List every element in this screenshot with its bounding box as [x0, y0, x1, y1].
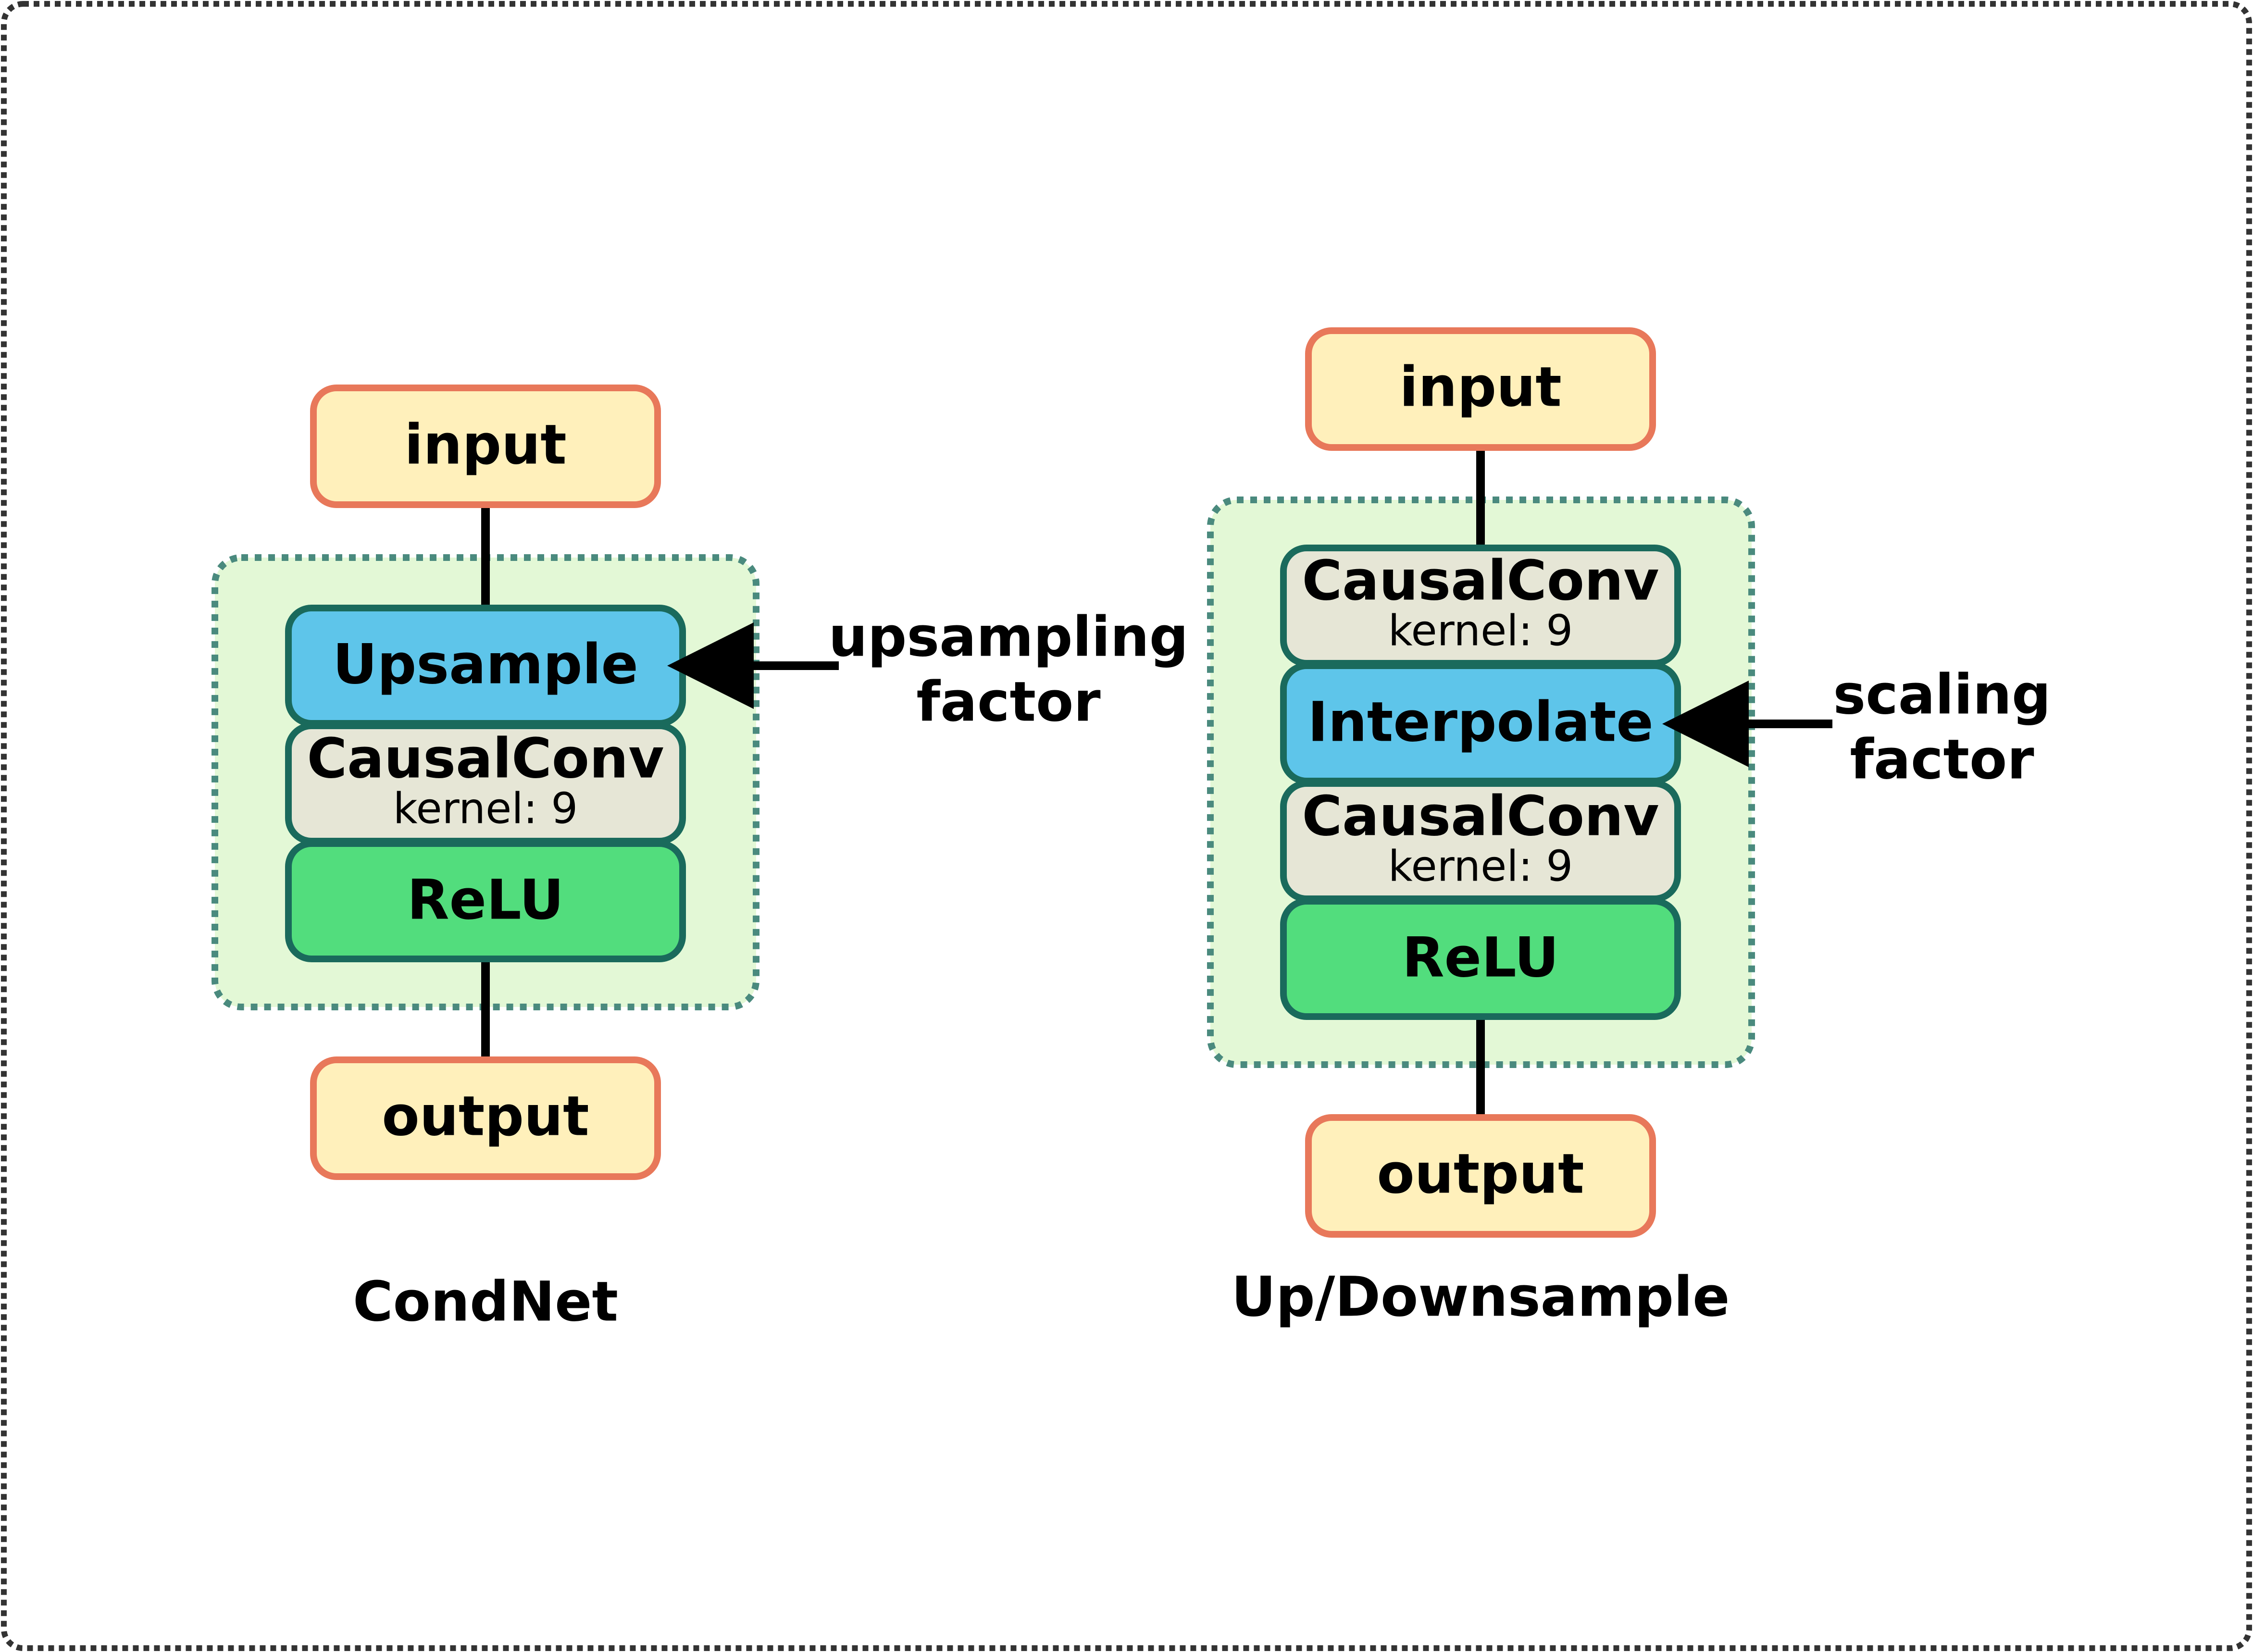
- updown-causalconv-1-label: CausalConv: [1302, 549, 1659, 613]
- updown-relu-block: ReLU: [1280, 898, 1681, 1020]
- updown-output-label: output: [1377, 1142, 1584, 1206]
- condnet-input-box: input: [310, 385, 661, 508]
- condnet-diagram: input Upsample CausalConv kernel: 9 ReLU…: [212, 385, 1189, 1334]
- updown-causalconv-2-kernel: kernel: 9: [1388, 842, 1573, 891]
- condnet-side-label-line1: upsampling: [829, 605, 1189, 669]
- updown-interpolate-block: Interpolate: [1280, 662, 1681, 784]
- condnet-input-label: input: [404, 413, 567, 477]
- condnet-relu-block: ReLU: [285, 840, 686, 962]
- condnet-upsample-block: Upsample: [285, 605, 686, 727]
- updown-input-box: input: [1305, 327, 1656, 451]
- condnet-output-box: output: [310, 1056, 661, 1180]
- condnet-side-label-line2: factor: [916, 670, 1100, 734]
- updown-causalconv-1-kernel: kernel: 9: [1388, 606, 1573, 656]
- updown-causalconv-block-1: CausalConv kernel: 9: [1280, 545, 1681, 667]
- updown-output-box: output: [1305, 1114, 1656, 1238]
- updown-diagram: input CausalConv kernel: 9 Interpolate C…: [1207, 327, 2051, 1329]
- updown-relu-label: ReLU: [1402, 926, 1559, 990]
- updown-causalconv-block-2: CausalConv kernel: 9: [1280, 780, 1681, 902]
- condnet-caption: CondNet: [353, 1270, 618, 1334]
- condnet-causalconv-block: CausalConv kernel: 9: [285, 722, 686, 845]
- condnet-upsample-label: Upsample: [333, 633, 638, 696]
- updown-input-label: input: [1399, 355, 1562, 419]
- updown-causalconv-2-label: CausalConv: [1302, 784, 1659, 848]
- condnet-relu-label: ReLU: [407, 868, 564, 932]
- condnet-output-label: output: [382, 1084, 589, 1148]
- updown-side-label-line2: factor: [1850, 728, 2034, 792]
- updown-side-label-line1: scaling: [1833, 663, 2051, 727]
- condnet-causalconv-kernel: kernel: 9: [393, 784, 578, 833]
- updown-caption: Up/Downsample: [1232, 1265, 1730, 1329]
- condnet-causalconv-label: CausalConv: [307, 727, 664, 791]
- updown-interpolate-label: Interpolate: [1307, 690, 1653, 754]
